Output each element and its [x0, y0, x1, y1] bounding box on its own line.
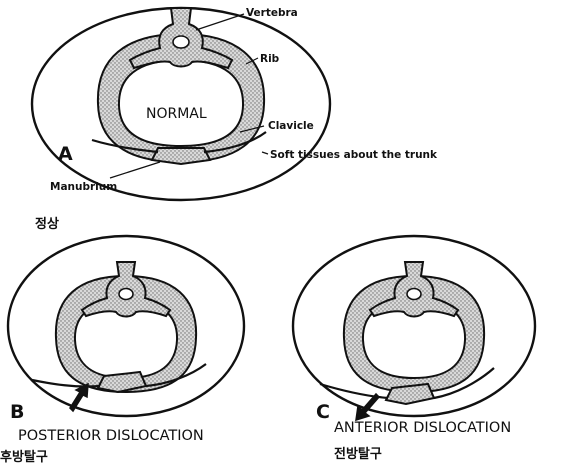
panel-c-letter: C	[316, 401, 330, 423]
normal-label: NORMAL	[146, 106, 207, 122]
manubrium-label: Manubrium	[50, 181, 117, 193]
panel-c: C ANTERIOR DISLOCATION 전방탈구	[293, 236, 535, 462]
panel-c-korean-caption: 전방탈구	[334, 446, 382, 462]
panel-b-korean-caption: 후방탈구	[0, 449, 48, 465]
spinal-canal	[173, 36, 189, 48]
panel-a: Vertebra Rib Clavicle Soft tissues about…	[32, 7, 438, 232]
manubrium-shape	[152, 148, 210, 164]
rib-label: Rib	[260, 53, 280, 65]
panel-c-caption: ANTERIOR DISLOCATION	[334, 420, 511, 436]
panel-b-caption: POSTERIOR DISLOCATION	[18, 428, 204, 444]
panel-b-letter: B	[10, 401, 24, 423]
panel-a-korean-caption: 정상	[35, 216, 59, 232]
vertebra-label: Vertebra	[246, 7, 298, 19]
soft-tissues-label: Soft tissues about the trunk	[270, 149, 438, 161]
panel-a-letter: A	[58, 143, 73, 165]
spinal-canal	[119, 289, 133, 300]
spinal-canal	[407, 289, 421, 300]
panel-b: B POSTERIOR DISLOCATION 후방탈구	[0, 236, 244, 465]
clavicle-label: Clavicle	[268, 120, 314, 132]
